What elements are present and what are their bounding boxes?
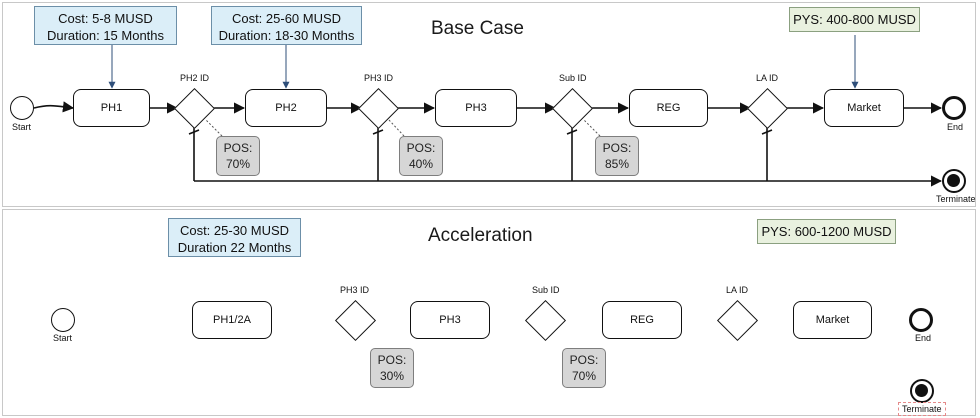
acc-task-reg: REG bbox=[602, 301, 682, 339]
task-ph1-2a: PH1/2A bbox=[192, 301, 272, 339]
terminate-selection-box bbox=[898, 402, 946, 416]
acc-end-event bbox=[909, 308, 933, 332]
acc-terminate-dot bbox=[915, 384, 928, 397]
ph1-duration-text: Duration: 15 Months bbox=[46, 28, 165, 43]
pys-callout-base: PYS: 400-800 MUSD bbox=[789, 7, 920, 32]
acc-end-label: End bbox=[915, 333, 932, 343]
task-ph1: PH1 bbox=[73, 89, 150, 127]
ph12a-cost-callout: Cost: 25-30 MUSD Duration 22 Months bbox=[168, 218, 301, 257]
pos-value: 30% bbox=[379, 369, 405, 383]
pos-label: POS: bbox=[406, 141, 436, 155]
task-ph2: PH2 bbox=[245, 89, 327, 127]
acc-start-event bbox=[51, 308, 75, 332]
acc-task-market: Market bbox=[793, 301, 872, 339]
pos-label: POS: bbox=[602, 141, 632, 155]
acc-terminate-label: Terminate bbox=[902, 404, 942, 414]
pys-callout-acc: PYS: 600-1200 MUSD bbox=[757, 219, 896, 244]
acc-terminate-event bbox=[910, 379, 934, 403]
terminate-dot bbox=[947, 174, 960, 187]
start-event bbox=[10, 96, 34, 120]
pos-label: POS: bbox=[569, 353, 599, 367]
pos-box-sub: POS: 85% bbox=[595, 136, 639, 176]
task-reg: REG bbox=[629, 89, 708, 127]
ph2-cost-text: Cost: 25-60 MUSD bbox=[231, 11, 342, 26]
pos-label: POS: bbox=[377, 353, 407, 367]
pos-label: POS: bbox=[223, 141, 253, 155]
ph1-cost-text: Cost: 5-8 MUSD bbox=[58, 11, 153, 26]
start-label: Start bbox=[12, 122, 32, 132]
pos-value: 70% bbox=[571, 369, 597, 383]
task-ph3: PH3 bbox=[435, 89, 517, 127]
pos-value: 70% bbox=[225, 157, 251, 171]
gateway-label-ph2-id: PH2 ID bbox=[180, 73, 210, 83]
acceleration-title: Acceleration bbox=[428, 225, 533, 246]
terminate-event bbox=[942, 169, 966, 193]
acc-start-label: Start bbox=[53, 333, 73, 343]
ph12a-duration-text: Duration 22 Months bbox=[177, 240, 292, 255]
pos-value: 40% bbox=[408, 157, 434, 171]
gateway-label-la-id: LA ID bbox=[756, 73, 779, 83]
acc-pos-box-ph3: POS: 30% bbox=[370, 348, 414, 388]
acc-gateway-label-la-id: LA ID bbox=[726, 285, 749, 295]
pos-box-ph3: POS: 40% bbox=[399, 136, 443, 176]
end-label: End bbox=[947, 122, 964, 132]
acc-gateway-label-sub-id: Sub ID bbox=[532, 285, 560, 295]
end-event bbox=[942, 96, 966, 120]
gateway-label-sub-id: Sub ID bbox=[559, 73, 587, 83]
task-market: Market bbox=[824, 89, 904, 127]
ph2-cost-callout: Cost: 25-60 MUSD Duration: 18-30 Months bbox=[211, 6, 362, 45]
terminate-label: Terminate bbox=[936, 194, 976, 204]
ph2-duration-text: Duration: 18-30 Months bbox=[218, 28, 355, 43]
pos-value: 85% bbox=[604, 157, 630, 171]
acc-gateway-label-ph3-id: PH3 ID bbox=[340, 285, 370, 295]
pos-box-ph2: POS: 70% bbox=[216, 136, 260, 176]
acc-pos-box-sub: POS: 70% bbox=[562, 348, 606, 388]
ph12a-cost-text: Cost: 25-30 MUSD bbox=[179, 223, 290, 238]
flow-start-ph1 bbox=[33, 101, 75, 113]
acc-task-ph3: PH3 bbox=[410, 301, 490, 339]
base-case-title: Base Case bbox=[431, 18, 524, 39]
ph1-cost-callout: Cost: 5-8 MUSD Duration: 15 Months bbox=[34, 6, 177, 45]
gateway-label-ph3-id: PH3 ID bbox=[364, 73, 394, 83]
